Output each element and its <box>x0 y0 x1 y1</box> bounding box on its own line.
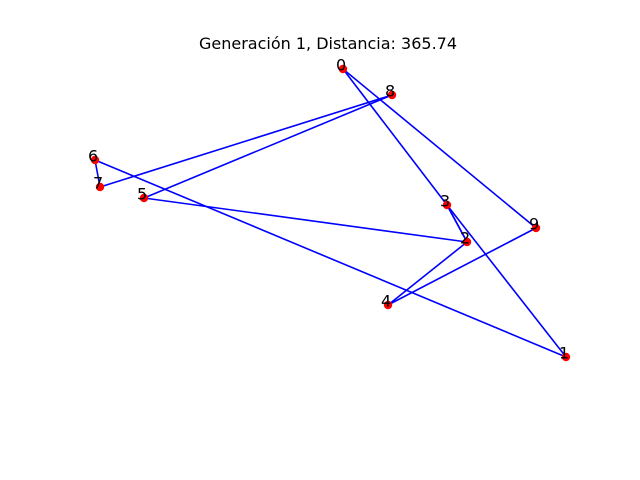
route-segment <box>99 94 393 188</box>
city-point <box>90 155 100 165</box>
route-segment <box>446 204 567 358</box>
city-point <box>139 193 149 203</box>
city-label: 8 <box>385 82 395 101</box>
city-point <box>95 182 105 192</box>
route-segment <box>94 159 101 188</box>
city-point <box>383 300 393 310</box>
city-label: 5 <box>137 185 147 204</box>
route-segment <box>387 227 537 306</box>
route-segment <box>143 197 468 243</box>
route-segment <box>342 68 537 229</box>
route-segment <box>94 159 567 358</box>
point-layer <box>90 64 571 362</box>
route-segment <box>342 68 448 206</box>
city-point <box>561 352 571 362</box>
city-label: 3 <box>440 192 450 211</box>
city-point <box>387 90 397 100</box>
city-label: 7 <box>93 174 103 193</box>
city-label: 2 <box>460 229 470 248</box>
route-segment <box>143 94 393 199</box>
city-label: 9 <box>529 215 539 234</box>
city-point <box>442 200 452 210</box>
city-label: 6 <box>88 147 98 166</box>
city-label: 4 <box>381 292 391 311</box>
city-point <box>531 223 541 233</box>
route-segment <box>446 204 468 243</box>
route-layer <box>94 68 567 358</box>
city-label: 0 <box>336 56 346 75</box>
city-point <box>338 64 348 74</box>
city-point <box>462 237 472 247</box>
route-segment <box>387 241 468 306</box>
chart-title: Generación 1, Distancia: 365.74 <box>199 34 457 53</box>
city-label: 1 <box>559 344 569 363</box>
